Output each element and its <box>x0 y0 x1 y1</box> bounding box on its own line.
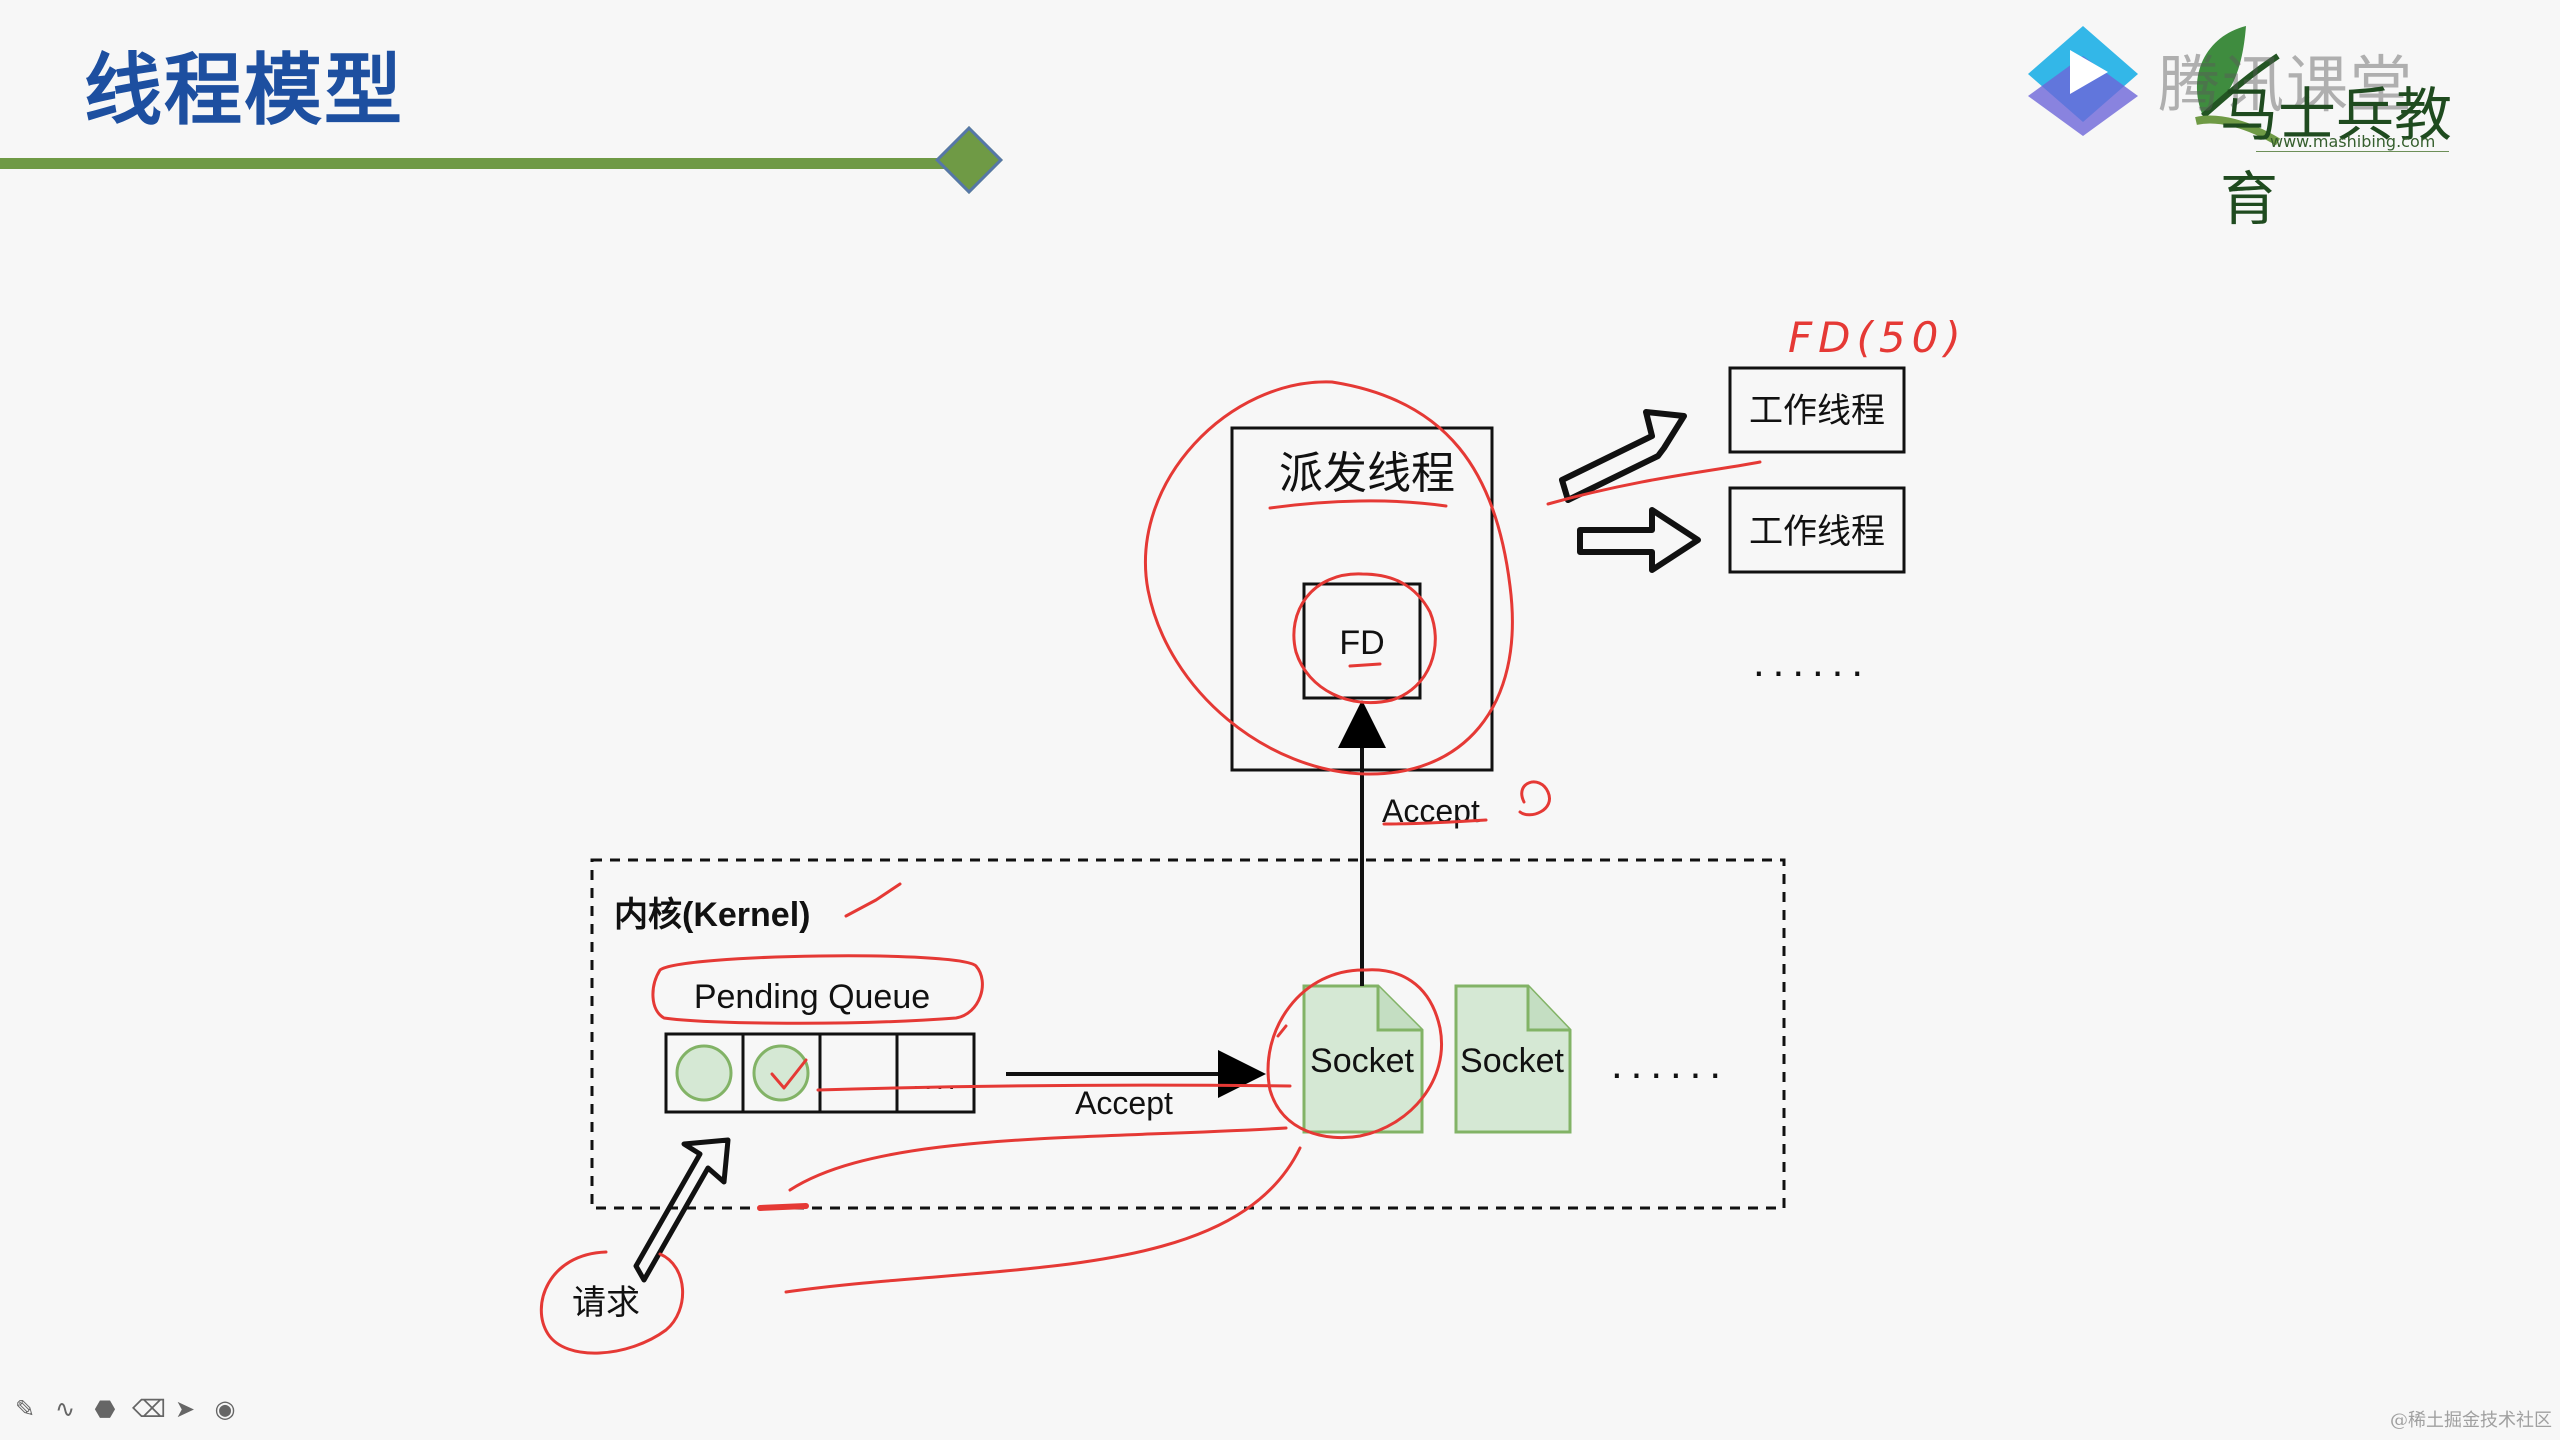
accept-underline-upper <box>1382 818 1488 826</box>
logo-main-text: 腾讯课堂 <box>2158 48 2415 121</box>
socket-fold-2 <box>1526 986 1570 1032</box>
play-logo-icon <box>2028 26 2138 136</box>
socket-tick-mark <box>1276 1024 1288 1038</box>
pending-queue-highlight <box>651 954 984 1025</box>
eraser-icon[interactable]: ⌫ <box>132 1395 166 1423</box>
dispatch-arrow-worker-2 <box>1577 507 1701 573</box>
queued-connection-1 <box>675 1044 733 1102</box>
socket-fold-1 <box>1376 986 1422 1032</box>
queue-more: .... <box>912 1064 959 1095</box>
dispatch-thread-label: 派发线程 <box>1279 449 1455 498</box>
queued-connection-2 <box>752 1044 810 1102</box>
request-label: 请求 <box>572 1284 640 1322</box>
worker-thread-box-2 <box>1728 486 1906 574</box>
kernel-label: 内核(Kernel) <box>614 896 810 934</box>
marker-icon[interactable]: ⬣ <box>94 1395 116 1423</box>
accept-loop-mark <box>1518 780 1551 817</box>
accept-underline-lower <box>816 1083 1292 1092</box>
socket-label-2: Socket <box>1460 1042 1564 1080</box>
pending-queue-label: Pending Queue <box>694 978 930 1016</box>
slide-title: 线程模型 <box>84 46 405 136</box>
fd-label: FD <box>1339 624 1384 662</box>
socket-more: ...... <box>1611 1040 1729 1087</box>
fd-box <box>1302 582 1422 700</box>
dispatch-highlight-loop <box>1144 380 1514 776</box>
title-underline <box>0 158 950 169</box>
socket-label-1: Socket <box>1310 1042 1414 1080</box>
request-arrow <box>633 1137 731 1283</box>
logo-sub-text: 马士兵教育 <box>2220 81 2453 233</box>
fd-highlight-circle <box>1292 572 1437 705</box>
handwritten-fd-count: FD(50) <box>1788 313 1967 362</box>
pencil-icon[interactable]: ✎ <box>14 1395 36 1423</box>
request-path-upper <box>788 1126 1288 1192</box>
dispatch-arrow-worker-1 <box>1559 409 1687 503</box>
accept-label-lower: Accept <box>1075 1085 1173 1121</box>
worker-thread-more: ...... <box>1753 638 1871 685</box>
leaf-logo-icon <box>2195 26 2281 146</box>
kernel-check-mark <box>844 882 902 918</box>
worker-annotation-line <box>1546 460 1762 506</box>
brand-logo: 腾讯课堂 马士兵教育 www.mashibing.com <box>2008 26 2508 233</box>
logo-url: www.mashibing.com <box>2256 132 2450 152</box>
annotation-toolbar: ✎ ∿ ⬣ ⌫ ➤ ◉ <box>12 1396 238 1422</box>
worker-thread-label-1: 工作线程 <box>1749 392 1885 430</box>
socket-highlight-circle <box>1266 968 1443 1140</box>
record-icon[interactable]: ◉ <box>214 1395 236 1423</box>
pointer-icon[interactable]: ➤ <box>174 1395 196 1423</box>
kernel-box <box>590 858 1786 1210</box>
request-entry-mark <box>757 1203 809 1211</box>
request-path-lower <box>784 1146 1302 1294</box>
dispatch-underline <box>1268 499 1448 510</box>
request-highlight-circle <box>539 1250 685 1355</box>
curve-icon[interactable]: ∿ <box>54 1395 76 1423</box>
fd-underline <box>1348 662 1382 668</box>
worker-thread-label-2: 工作线程 <box>1749 513 1885 551</box>
queue-check-mark <box>770 1058 808 1090</box>
worker-thread-box-1 <box>1728 366 1906 454</box>
source-watermark: @稀土掘金技术社区 <box>2390 1410 2552 1431</box>
